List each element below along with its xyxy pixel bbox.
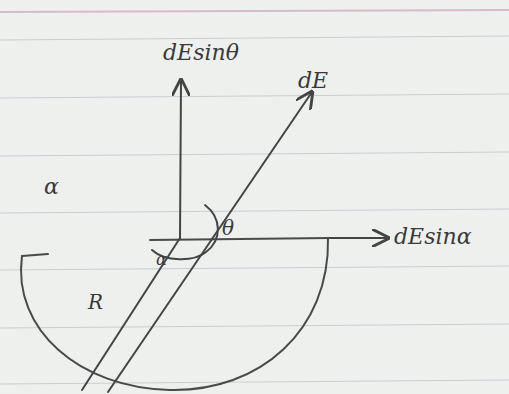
field-label: dE [298,70,328,92]
field-vectors [82,80,388,392]
ruled-lines [0,10,509,384]
angle-label: α [156,252,167,268]
vertical-component-label: dEsinθ [163,42,239,64]
angle-label: θ [222,218,234,238]
horizontal-component-label: dEsinα [394,226,472,248]
radius-label: R [88,292,103,312]
semicircle-charge [21,238,330,390]
angle-label: α [44,176,59,198]
